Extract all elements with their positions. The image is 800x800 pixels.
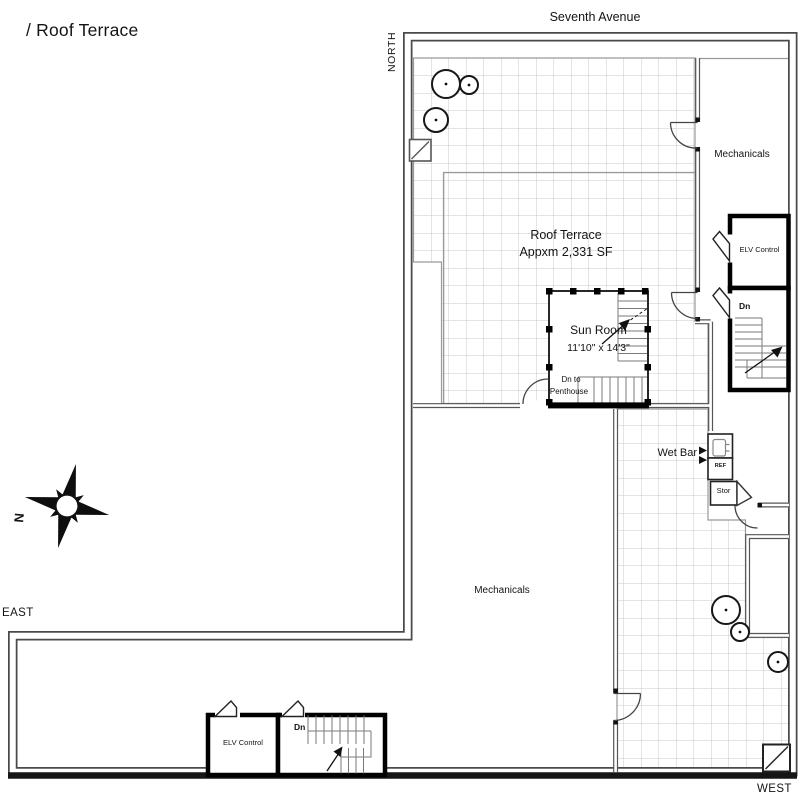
label-elv-control-upper: ELV Control <box>739 245 780 254</box>
door-leaf-stor <box>736 479 753 507</box>
wet-bar-fixtures <box>699 433 753 507</box>
roof-drains <box>408 138 791 773</box>
sun-room <box>546 288 651 409</box>
wet-bar-pointer-icon <box>699 446 707 455</box>
label-east: EAST <box>2 607 34 619</box>
stair-room-upper <box>712 285 791 393</box>
elv-control-room-lower <box>205 699 281 778</box>
door-sun-room <box>522 378 549 405</box>
stairs-lower-arrow <box>326 746 343 772</box>
refrigerator-box <box>707 457 734 481</box>
stairs-lower <box>307 715 372 774</box>
label-ref: REF <box>714 463 727 469</box>
label-stor: Stor <box>716 486 731 495</box>
door-arcs <box>522 121 758 722</box>
door-leaf-stair-lower <box>280 699 305 718</box>
terrace-tile-areas <box>412 57 790 773</box>
page-title: / Roof Terrace <box>26 20 139 40</box>
stairs-upper-arrow <box>744 346 783 374</box>
door-stor <box>734 505 758 529</box>
wet-bar-pointer-icon <box>699 456 707 464</box>
sun-room-stairs <box>577 293 647 404</box>
door-leaf-elv-upper <box>712 230 731 264</box>
label-mechanicals-lower: Mechanicals <box>474 585 530 596</box>
sink-icon <box>712 438 727 457</box>
stair-room-lower <box>275 699 388 778</box>
door-leaf-elv-lower <box>213 699 238 718</box>
label-roof-terrace: Roof Terrace <box>530 228 602 242</box>
label-seventh-avenue: Seventh Avenue <box>549 10 641 24</box>
sun-room-stair-arrow <box>601 307 649 345</box>
sun-room-door-opening <box>520 400 549 411</box>
trees <box>423 69 789 673</box>
label-west: WEST <box>757 783 792 795</box>
drain-icon <box>762 743 791 773</box>
sun-room-window-mullions <box>546 288 651 406</box>
compass-n-letter: N <box>11 512 27 524</box>
label-sun-room: Sun Room <box>570 323 627 337</box>
label-dn-to: Dn to <box>561 375 581 384</box>
door-mechanicals-mid <box>670 291 698 320</box>
door-leaf-stair-upper <box>712 286 731 320</box>
label-dn-upper: Dn <box>739 301 751 311</box>
label-sun-room-dims: 11'10" x 14'3" <box>567 342 630 354</box>
compass-rose-icon <box>24 463 110 549</box>
label-elv-control-lower: ELV Control <box>223 738 263 747</box>
label-penthouse: Penthouse <box>549 387 589 396</box>
label-north: NORTH <box>386 31 398 72</box>
door-corridor <box>613 692 642 722</box>
inner-outlines <box>442 57 789 403</box>
outer-walls <box>8 32 798 779</box>
drain-icon <box>408 138 432 162</box>
label-roof-terrace-area: Appxm 2,331 SF <box>519 245 613 259</box>
wall-end-caps <box>613 117 762 725</box>
label-wet-bar: Wet Bar <box>657 447 697 459</box>
door-mechanicals-upper <box>669 121 698 149</box>
label-dn-lower: Dn <box>294 722 306 732</box>
label-mechanicals-right: Mechanicals <box>714 149 770 160</box>
elv-control-room-upper <box>712 213 791 291</box>
